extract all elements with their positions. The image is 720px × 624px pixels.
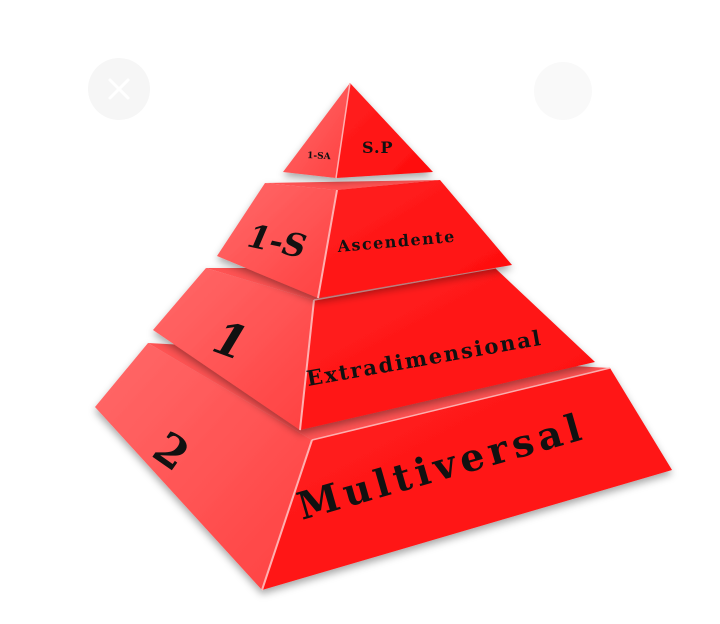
tier-level-label: 1-SA [307, 151, 332, 162]
faded-circle-button[interactable] [534, 62, 592, 120]
close-button[interactable] [88, 58, 150, 120]
close-icon [108, 78, 130, 100]
tier-ascendente [217, 180, 512, 299]
tier-sp [283, 82, 433, 179]
tier-name-label: S.P [362, 138, 394, 157]
